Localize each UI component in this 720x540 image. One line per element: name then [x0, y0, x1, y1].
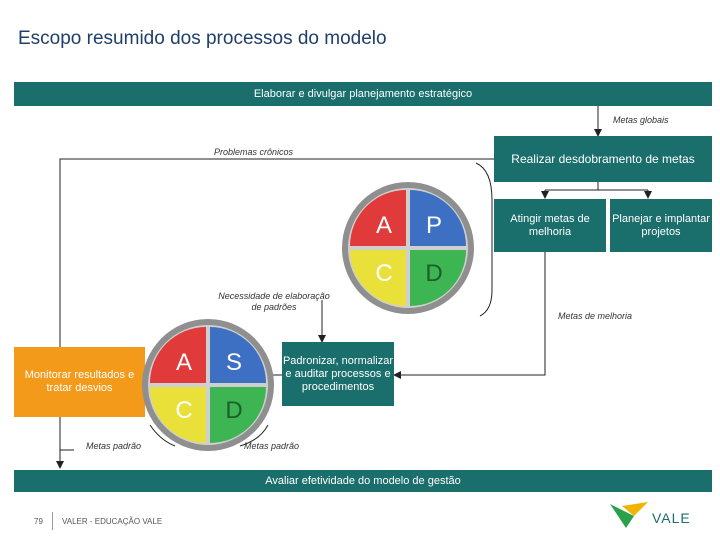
metas-globais-label: Metas globais: [613, 115, 669, 125]
vale-logo-text: VALE: [652, 510, 691, 526]
planejar-projetos-box: Planejar e implantar projetos: [610, 199, 712, 252]
problemas-cronicos-label: Problemas crônicos: [214, 147, 294, 157]
pdca-letter-c: C: [375, 260, 392, 287]
sdca-standard-quadrant: [210, 327, 266, 383]
sdca-check-quadrant: [150, 387, 206, 443]
loop-left-line: [59, 158, 494, 451]
desdobramento-label: Realizar desdobramento de metas: [511, 151, 695, 166]
pdca-do-quadrant: [410, 250, 466, 306]
planejar-projetos-label: Planejar e implantar projetos: [612, 212, 710, 238]
sdca-do-quadrant: [210, 387, 266, 443]
metas-padrao-left-label: Metas padrão: [86, 441, 142, 451]
footer-divider: [52, 512, 53, 530]
monitorar-label: Monitorar resultados e tratar desvios: [24, 369, 135, 394]
metas-melhoria-label: Metas de melhoria: [558, 311, 633, 321]
desdobramento-box: Realizar desdobramento de metas: [494, 136, 712, 182]
padronizar-box: Padronizar, normalizar e auditar process…: [282, 342, 394, 406]
page-title: Escopo resumido dos processos do modelo: [18, 28, 387, 49]
pdca-act-quadrant: [350, 190, 406, 246]
atingir-metas-label: Atingir metas de melhoria: [510, 212, 590, 238]
sdca-letter-d: D: [225, 397, 242, 424]
atingir-metas-box: Atingir metas de melhoria: [494, 199, 606, 252]
sdca-act-quadrant: [150, 327, 206, 383]
bracket-right-pdca: [475, 162, 493, 317]
vale-logo-icon: [610, 502, 648, 528]
pdca-plan-quadrant: [410, 190, 466, 246]
padronizar-label: Padronizar, normalizar e auditar process…: [282, 354, 394, 393]
sdca-letter-s: S: [226, 349, 242, 376]
necessidade-padroes-label: Necessidade de elaboração de padrões: [218, 291, 330, 312]
metas-padrao-right-label: Metas padrão: [244, 441, 300, 451]
monitorar-box: Monitorar resultados e tratar desvios: [14, 347, 145, 417]
page-number: 79: [34, 517, 43, 526]
top-process-band: Elaborar e divulgar planejamento estraté…: [14, 82, 712, 106]
bottom-band-label: Avaliar efetividade do modelo de gestão: [265, 475, 461, 487]
bottom-process-band: Avaliar efetividade do modelo de gestão: [14, 470, 712, 492]
pdca-letter-a: A: [376, 212, 392, 239]
sdca-letter-c: C: [175, 397, 192, 424]
pdca-check-quadrant: [350, 250, 406, 306]
pdca-letter-p: P: [426, 212, 442, 239]
pdca-cycle: A P C D: [342, 182, 474, 314]
sdca-letter-a: A: [176, 349, 192, 376]
sdca-cycle: A S C D: [142, 319, 274, 451]
top-band-label: Elaborar e divulgar planejamento estraté…: [253, 88, 473, 100]
pdca-letter-d: D: [425, 260, 442, 287]
metas-melhoria-loop: [393, 252, 546, 379]
footer-org: VALER - EDUCAÇÃO VALE: [62, 517, 163, 526]
